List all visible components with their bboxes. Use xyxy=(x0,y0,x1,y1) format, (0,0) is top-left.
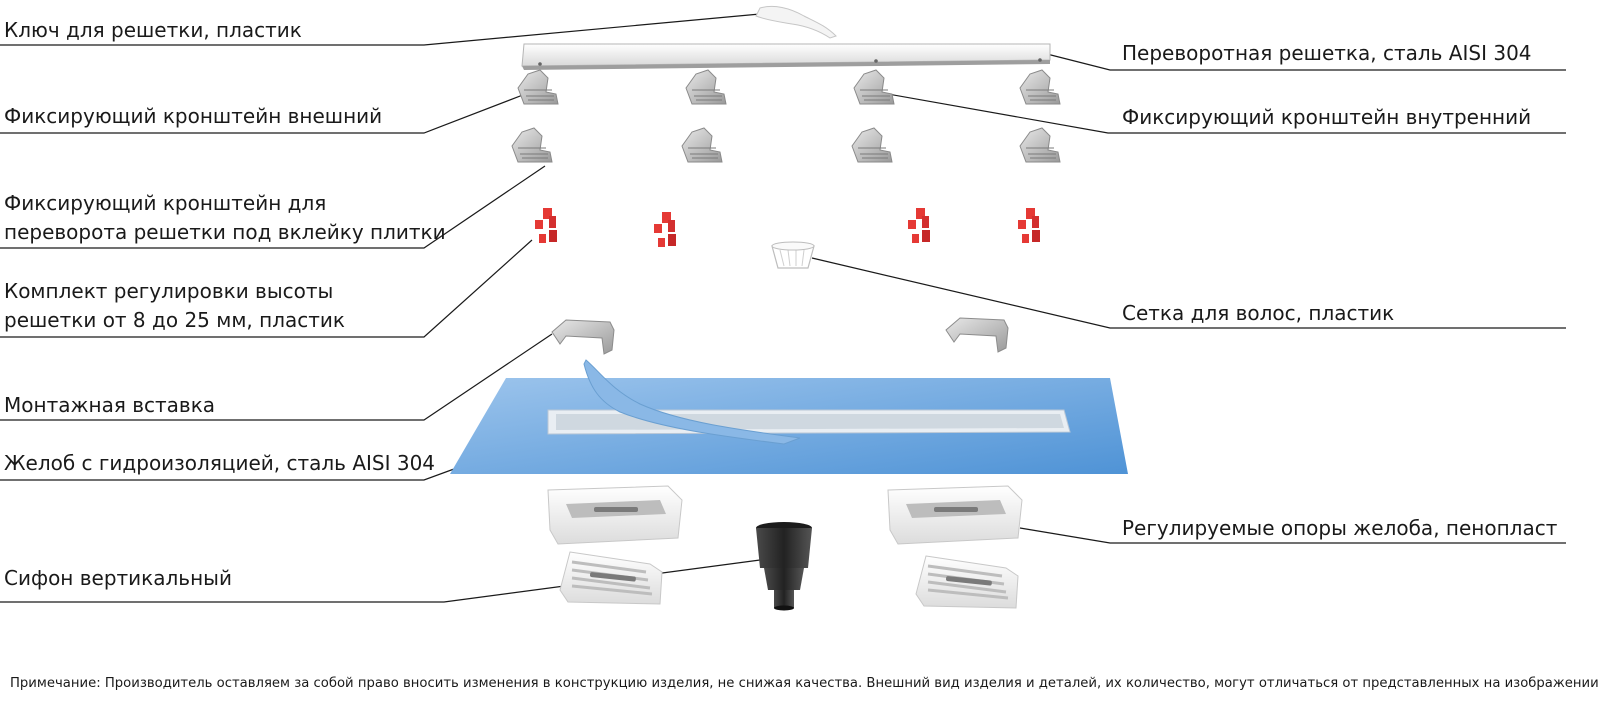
vertical-siphon-icon xyxy=(756,522,812,611)
leader-lines xyxy=(0,13,1566,603)
reversible-grate xyxy=(521,43,1051,70)
grate-key-icon xyxy=(755,5,837,39)
bracket-outer-1 xyxy=(517,69,559,105)
height-kit-3 xyxy=(908,208,930,243)
footnote: Примечание: Производитель оставляем за с… xyxy=(10,676,1599,691)
leader-mount-insert xyxy=(0,333,553,421)
label-grate: Переворотная решетка, сталь AISI 304 xyxy=(1122,41,1532,65)
brackets-flip-row xyxy=(511,127,1061,163)
bracket-flip-2 xyxy=(681,127,723,163)
bracket-flip-3 xyxy=(851,127,893,163)
leader-bracket-outer xyxy=(0,92,529,134)
mount-insert-right xyxy=(945,317,1009,353)
leader-bracket-inner xyxy=(887,93,1566,134)
label-siphon: Сифон вертикальный xyxy=(4,566,232,590)
height-kit-1 xyxy=(535,208,557,243)
hair-filter-icon xyxy=(771,241,815,269)
leader-supports xyxy=(1019,527,1566,544)
bracket-flip-1 xyxy=(511,127,553,163)
label-hair-filter: Сетка для волос, пластик xyxy=(1122,301,1395,325)
bracket-flip-4 xyxy=(1019,127,1061,163)
channel-with-membrane xyxy=(450,359,1128,474)
leader-key xyxy=(0,13,761,46)
brackets-outer-row xyxy=(517,69,1061,105)
foam-support-bottom-right xyxy=(914,554,1020,610)
foam-support-top-right xyxy=(887,485,1023,545)
label-channel: Желоб с гидроизоляцией, сталь AISI 304 xyxy=(4,451,436,475)
height-kit-2 xyxy=(654,212,676,247)
bracket-outer-2 xyxy=(685,69,727,105)
bracket-inner-1 xyxy=(853,69,895,105)
label-bracket-flip-line2: переворота решетки под вклейку плитки xyxy=(4,220,446,244)
label-bracket-outer: Фиксирующий кронштейн внешний xyxy=(4,104,383,128)
height-kit-4 xyxy=(1018,208,1040,243)
leader-grate xyxy=(1042,52,1566,71)
foam-support-top-left xyxy=(547,485,683,545)
mount-insert-left xyxy=(551,319,615,355)
leader-hair-filter xyxy=(811,257,1566,329)
height-kit-group xyxy=(535,208,1040,247)
label-mount-insert: Монтажная вставка xyxy=(4,393,216,417)
label-key: Ключ для решетки, пластик xyxy=(4,18,302,42)
label-bracket-inner: Фиксирующий кронштейн внутренний xyxy=(1122,105,1532,129)
label-height-kit-line2: решетки от 8 до 25 мм, пластик xyxy=(4,308,345,332)
leader-bracket-flip xyxy=(0,165,546,249)
bracket-outer-3 xyxy=(1019,69,1061,105)
label-supports: Регулируемые опоры желоба, пенопласт xyxy=(1122,516,1558,540)
label-height-kit-line1: Комплект регулировки высоты xyxy=(4,279,334,303)
label-bracket-flip-line1: Фиксирующий кронштейн для xyxy=(4,191,327,215)
leader-height-kit xyxy=(0,239,533,338)
foam-support-bottom-left xyxy=(558,550,664,606)
